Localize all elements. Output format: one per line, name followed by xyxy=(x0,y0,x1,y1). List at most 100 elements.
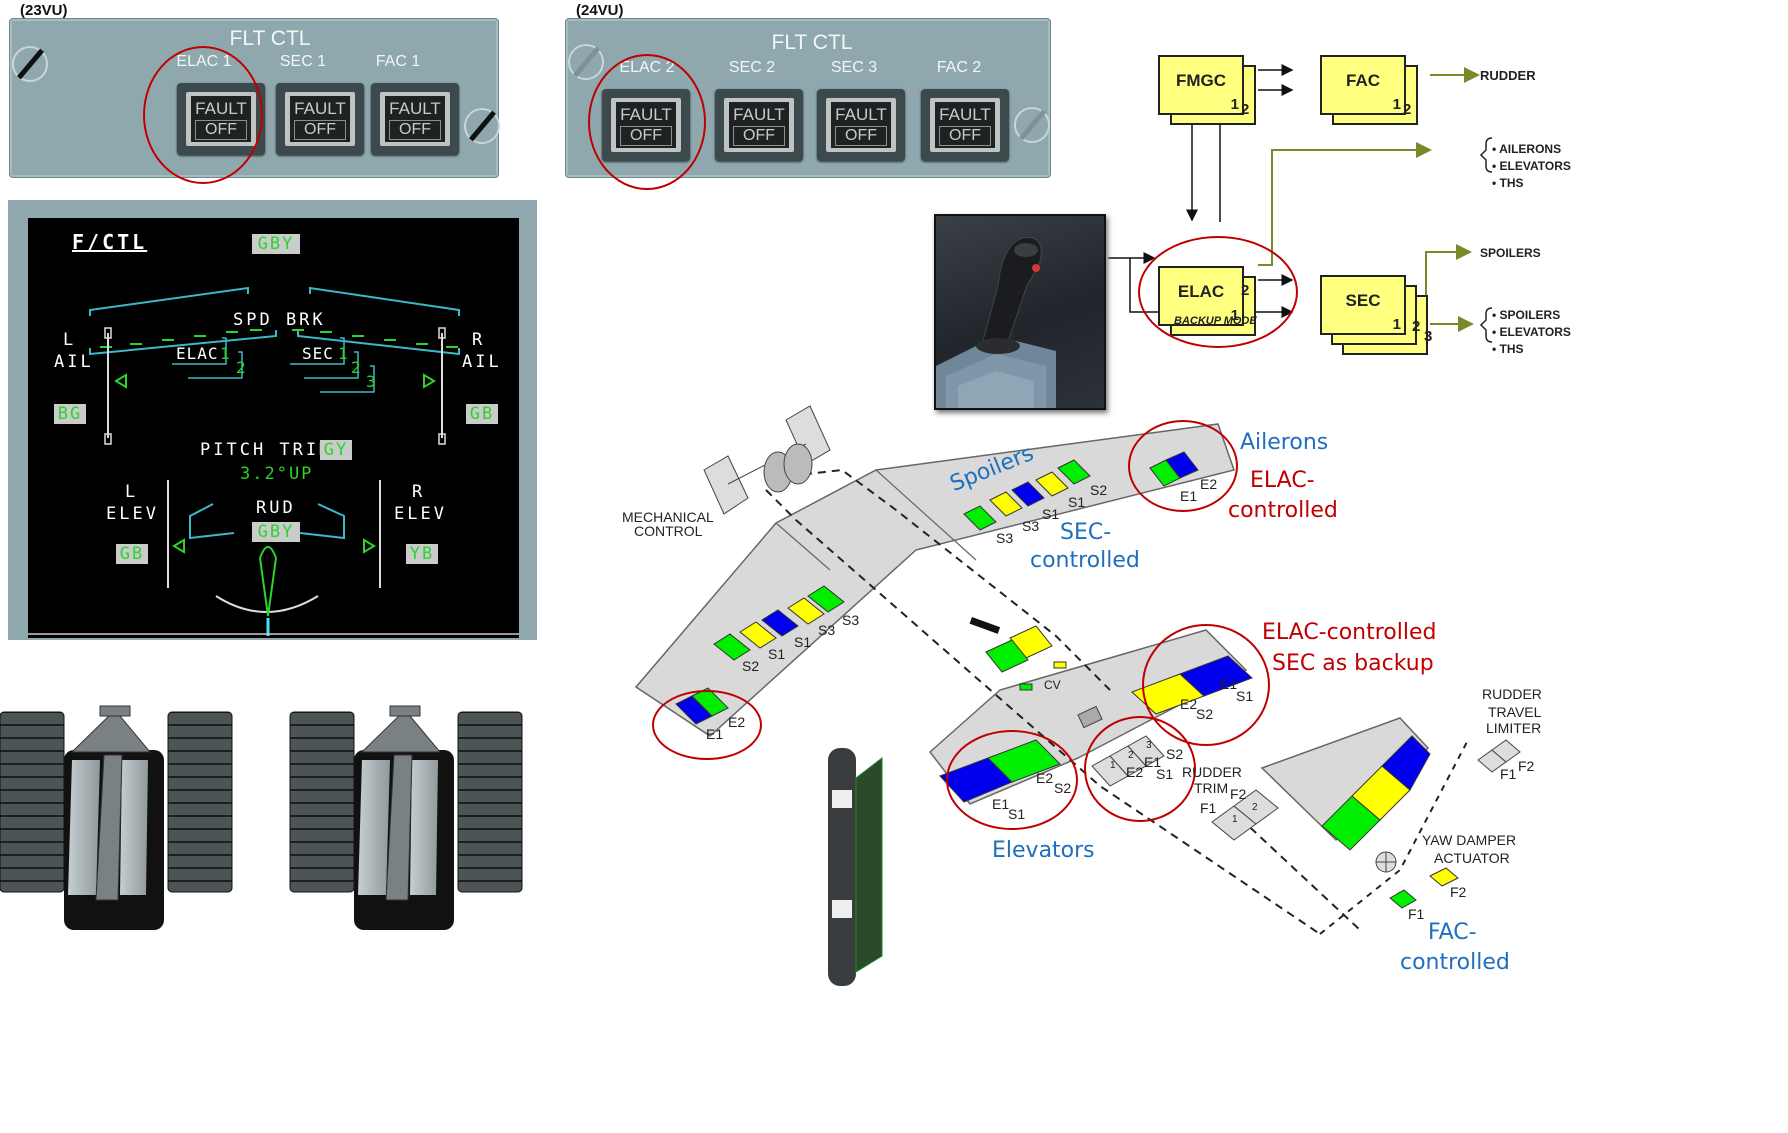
r-elev-hyd-indicator: YB xyxy=(406,544,438,564)
left-aileron-e1-label: E1 xyxy=(706,726,724,742)
fault-light: FAULT xyxy=(733,105,785,124)
sec3-pushbutton[interactable]: FAULT OFF xyxy=(817,89,905,161)
r-ail-hyd-indicator: GB xyxy=(466,404,498,424)
panel-screw-icon xyxy=(464,108,500,144)
fault-light: FAULT xyxy=(939,105,991,124)
elac1-number: 1 xyxy=(220,344,230,363)
pitch-trim-value: 3.2°UP xyxy=(240,464,314,484)
elevators-annotation: Elevators xyxy=(992,838,1095,863)
ths-unit-3-label: 3 xyxy=(1146,740,1152,751)
fmgc-unit-2: 2 xyxy=(1241,101,1250,118)
right-wing-lower-outline xyxy=(297,330,460,356)
l-elev-label-1: L xyxy=(125,482,139,502)
pb-label-fac1: FAC 1 xyxy=(375,53,421,70)
right-rudder-pedal-icon xyxy=(289,705,523,930)
pb-label-sec3: SEC 3 xyxy=(830,59,878,76)
right-spoiler-label: S3 xyxy=(996,530,1014,546)
fac2-pushbutton[interactable]: FAULT OFF xyxy=(921,89,1009,161)
sec2-number: 2 xyxy=(351,358,361,377)
l-elev-label-2: ELEV xyxy=(106,504,159,524)
sec-unit-1: 1 xyxy=(1392,316,1401,333)
elac2-indicator xyxy=(188,351,243,379)
right-spoiler-label: S1 xyxy=(1068,494,1086,510)
left-spoiler-label: S3 xyxy=(818,622,836,638)
backup-mode-label: BACKUP MODE xyxy=(1174,315,1257,327)
r-elev-label-1: R xyxy=(412,482,426,502)
sec-controlled-annotation-1: SEC- xyxy=(1060,520,1112,545)
rudder-trim-actuator-icon xyxy=(1211,789,1279,841)
vertical-stabilizer xyxy=(1260,717,1430,842)
right-elevator-e1-label: E1 xyxy=(1220,676,1238,692)
l-ail-label-1: L xyxy=(63,330,77,350)
off-light: OFF xyxy=(939,126,991,146)
left-elevator-highlight-circle xyxy=(946,730,1078,830)
yaw-f1-label: F1 xyxy=(1408,906,1425,922)
right-elevator-highlight-circle xyxy=(1142,624,1270,746)
l-elev-hyd-indicator: GB xyxy=(116,544,148,564)
r-ail-label-1: R xyxy=(472,330,486,350)
sec-controlled-annotation-2: controlled xyxy=(1030,548,1140,573)
elac-output-elevators: • ELEVATORS xyxy=(1492,159,1571,173)
fac-label: FAC xyxy=(1346,71,1380,90)
right-spoiler-indicators xyxy=(292,329,458,348)
elac2-number: 2 xyxy=(236,358,246,377)
left-elevator-e1-label: E1 xyxy=(992,796,1010,812)
left-elevator-s1-label: S1 xyxy=(1008,806,1026,822)
sec3-indicator xyxy=(320,365,375,393)
panel-23vu-label: (23VU) xyxy=(20,2,68,19)
panel-screw-icon xyxy=(1014,107,1050,143)
elac1-indicator xyxy=(172,337,227,365)
elac-controlled-annotation-2: controlled xyxy=(1228,498,1338,523)
elac-sec-backup-annotation-2: SEC as backup xyxy=(1272,651,1434,676)
pitch-trim-hyd-indicator: GY xyxy=(320,440,352,460)
sec1-pushbutton[interactable]: FAULT OFF xyxy=(276,83,364,155)
right-aileron-highlight-circle xyxy=(1128,420,1238,512)
right-spoiler-label: S1 xyxy=(1042,506,1060,522)
left-elevator-e2-label: E2 xyxy=(1036,770,1054,786)
off-light: OFF xyxy=(389,120,441,140)
pb-label-fac2: FAC 2 xyxy=(936,59,982,76)
ecam-graphics xyxy=(28,286,519,636)
sec1-indicator xyxy=(290,337,345,365)
pb-label-sec2: SEC 2 xyxy=(728,59,776,76)
left-rudder-pedal-icon xyxy=(0,705,233,930)
fac-controlled-annotation-2: controlled xyxy=(1400,950,1510,975)
rudder-travel-limiter-icon xyxy=(1477,739,1521,773)
left-spoiler-label: S1 xyxy=(794,634,812,650)
elac-output-ailerons: • AILERONS xyxy=(1492,142,1562,156)
sec-output-spoilers: • SPOILERS xyxy=(1492,308,1561,322)
off-light: OFF xyxy=(733,126,785,146)
mechanical-control-label-1: MECHANICAL xyxy=(622,509,714,525)
ecam-fctl-page: F/CTL GBY SPD BRK L AIL BG R AIL GB ELAC… xyxy=(28,218,519,638)
off-light: OFF xyxy=(294,120,346,140)
fmgc-unit-1: 1 xyxy=(1230,96,1239,113)
left-wing-upper-outline xyxy=(89,286,249,316)
off-light: OFF xyxy=(835,126,887,146)
fault-light: FAULT xyxy=(389,99,441,118)
mechanical-control-label-2: CONTROL xyxy=(634,523,703,539)
ths-left-outline xyxy=(189,503,235,540)
fault-light: FAULT xyxy=(294,99,346,118)
elac2-highlight-circle xyxy=(588,54,706,190)
left-aileron-e2-label: E2 xyxy=(728,714,746,730)
rudder-travel-limiter-label-3: LIMITER xyxy=(1486,720,1542,736)
ths-s1-label: S1 xyxy=(1156,766,1174,782)
elac-controlled-annotation-1: ELAC- xyxy=(1250,468,1315,493)
rud-label: RUD xyxy=(256,498,296,518)
right-wing-spoilers xyxy=(963,459,1091,531)
yaw-f2-label: F2 xyxy=(1450,884,1467,900)
spd-brk-label: SPD BRK xyxy=(233,310,326,330)
sec-spoilers-output: SPOILERS xyxy=(1480,246,1541,260)
yaw-damper-label-1: YAW DAMPER xyxy=(1422,832,1517,848)
sidestick-photo xyxy=(934,214,1106,410)
fac1-pushbutton[interactable]: FAULT OFF xyxy=(371,83,459,155)
elac-highlight-circle xyxy=(1138,236,1298,348)
rudder-travel-limiter-label-1: RUDDER xyxy=(1482,686,1542,702)
right-aileron-e2-label: E2 xyxy=(1200,476,1218,492)
right-wing-upper-outline xyxy=(309,286,460,316)
l-ail-label-2: AIL xyxy=(54,352,94,372)
sec-unit-3: 3 xyxy=(1424,328,1433,345)
sec-label: SEC xyxy=(302,344,334,363)
sec2-pushbutton[interactable]: FAULT OFF xyxy=(715,89,803,161)
rudder-position-icon xyxy=(258,546,278,617)
